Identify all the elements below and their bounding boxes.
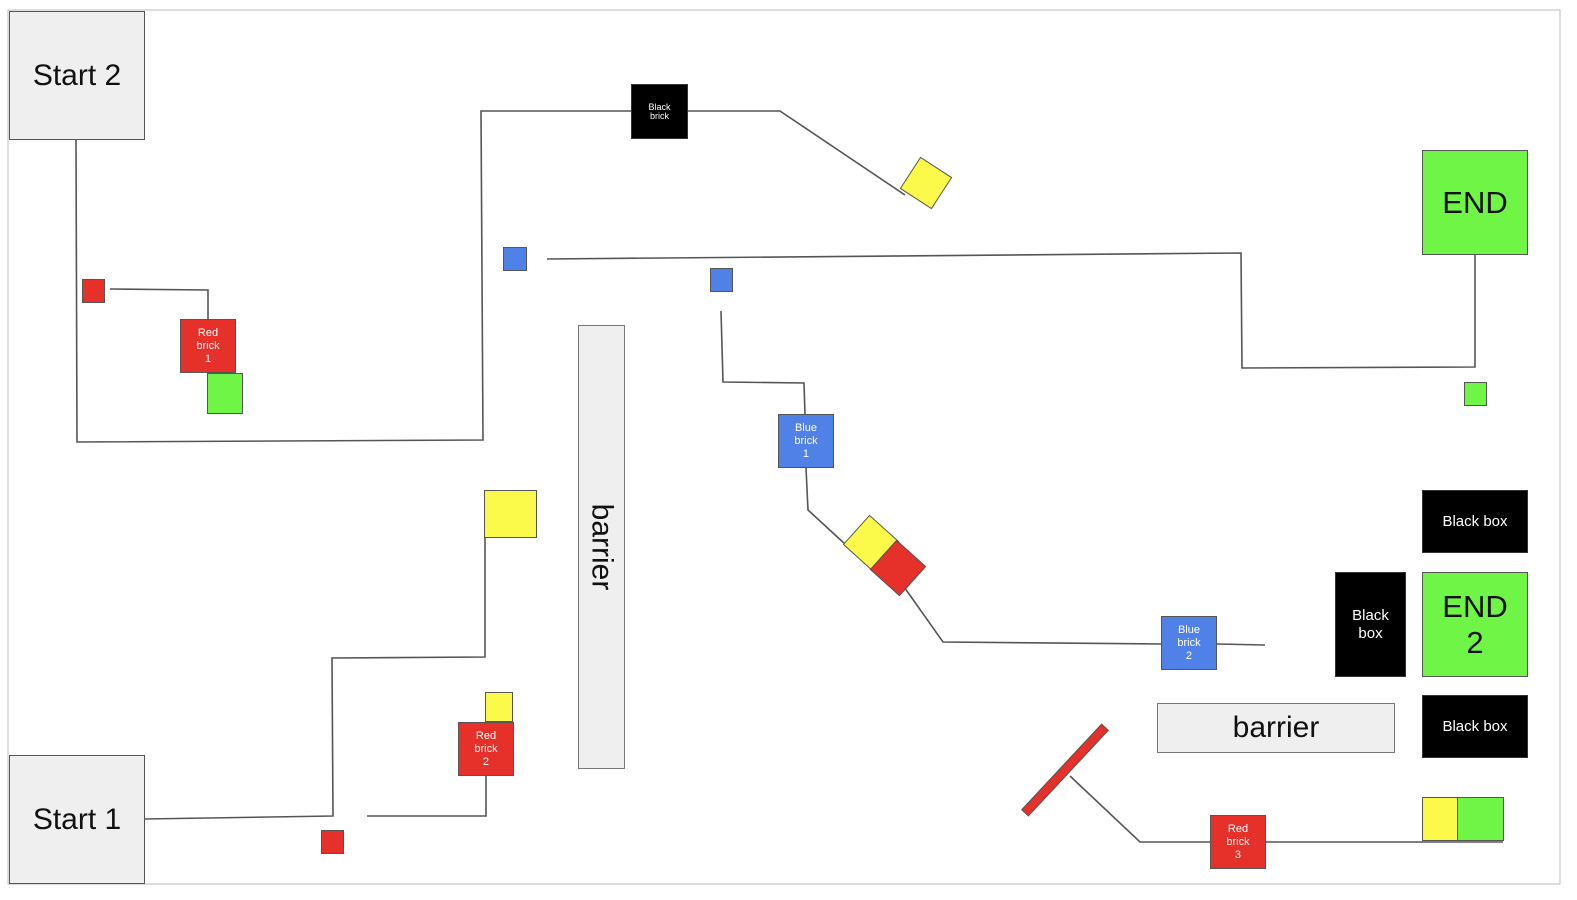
- black-brick: Black brick: [631, 84, 688, 139]
- path-black-brick-to-yellow: [688, 110, 906, 196]
- red-brick-2: Red brick 2: [458, 722, 514, 776]
- path-blue-brick-1-down: [805, 467, 859, 557]
- end-box: END: [1422, 150, 1528, 255]
- end-2-box: END 2: [1422, 572, 1528, 677]
- barrier-vertical: barrier: [578, 325, 625, 769]
- blue-brick-2-label: Blue brick 2: [1177, 623, 1201, 662]
- start-2-label: Start 2: [32, 58, 122, 92]
- black-box-left-label: Black box: [1352, 606, 1389, 642]
- path-blue-square-to-blue-brick-1: [720, 310, 806, 416]
- start-1-box: Start 1: [9, 755, 145, 884]
- end-label: END: [1442, 184, 1508, 220]
- path-red-brick-2-down: [367, 776, 487, 817]
- red-brick-3: Red brick 3: [1210, 815, 1266, 869]
- yellow-block-bottom-right: [1422, 797, 1458, 841]
- red-brick-3-label: Red brick 3: [1226, 822, 1250, 861]
- start-2-box: Start 2: [9, 11, 145, 140]
- frame-border: [7, 9, 1561, 885]
- blue-brick-1-label: Blue brick 1: [794, 421, 818, 460]
- path-bottom-right: [1069, 775, 1503, 843]
- path-start2-main: [75, 110, 631, 443]
- end-2-label: END 2: [1442, 588, 1508, 660]
- red-marker-start2: [82, 279, 105, 303]
- red-brick-1: Red brick 1: [180, 319, 236, 373]
- black-box-bottom: Black box: [1422, 695, 1528, 758]
- blue-brick-1: Blue brick 1: [778, 414, 834, 468]
- barrier-horizontal: barrier: [1157, 703, 1395, 753]
- barrier-horizontal-label: barrier: [1232, 711, 1320, 744]
- black-box-top-label: Black box: [1442, 512, 1508, 530]
- path-red-diamond-to-blue-brick-2: [901, 583, 1162, 645]
- red-marker-start1: [321, 830, 344, 854]
- blue-brick-2: Blue brick 2: [1161, 616, 1217, 670]
- start-1-label: Start 1: [32, 802, 122, 836]
- black-box-bottom-label: Black box: [1442, 717, 1508, 735]
- green-block-under-red-brick-1: [207, 373, 243, 414]
- black-box-left: Black box: [1335, 572, 1406, 677]
- black-brick-label: Black brick: [648, 101, 671, 121]
- red-brick-2-label: Red brick 2: [474, 729, 498, 768]
- blue-marker-1: [503, 247, 527, 271]
- yellow-block-large: [484, 490, 537, 538]
- green-block-bottom-right: [1457, 797, 1504, 841]
- path-long-upper: [546, 252, 1476, 369]
- black-box-top: Black box: [1422, 490, 1528, 553]
- yellow-block-above-red-brick-2: [485, 692, 513, 722]
- barrier-vertical-label: barrier: [585, 503, 619, 591]
- green-marker-right: [1464, 382, 1487, 406]
- blue-marker-2: [710, 268, 733, 292]
- path-blue-brick-2-right: [1216, 643, 1266, 646]
- path-red-square-to-red-brick-1: [109, 288, 209, 320]
- red-brick-1-label: Red brick 1: [196, 326, 220, 365]
- path-start1-main: [144, 537, 486, 820]
